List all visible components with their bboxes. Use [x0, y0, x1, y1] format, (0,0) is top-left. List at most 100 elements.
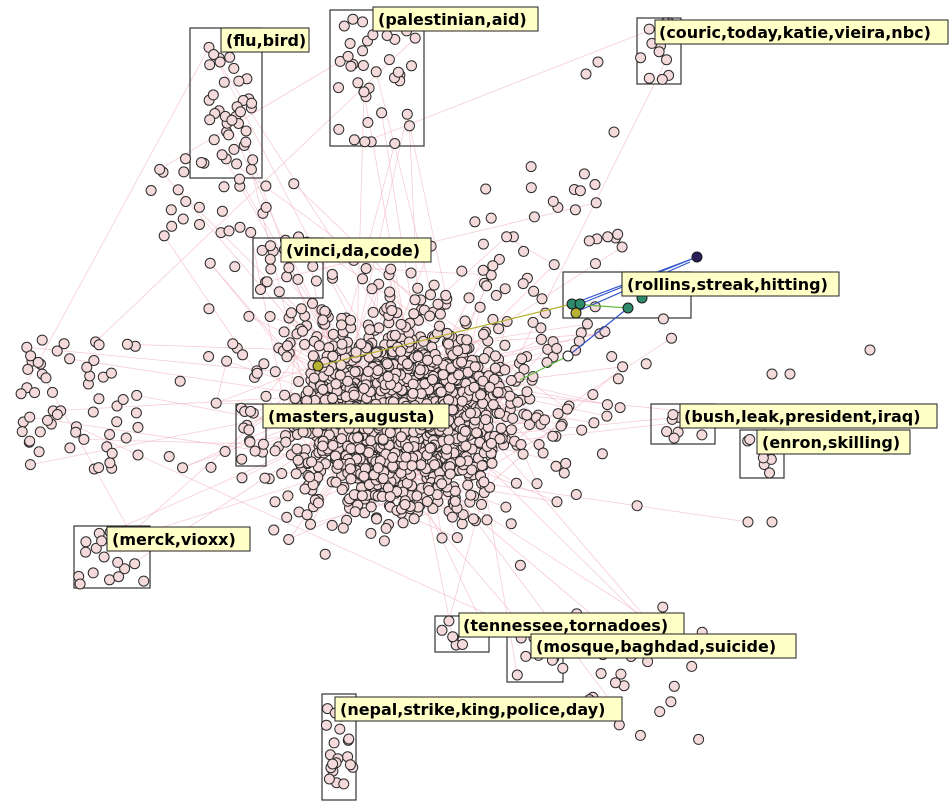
graph-node	[476, 460, 488, 472]
graph-node	[742, 516, 754, 528]
graph-node	[205, 461, 217, 473]
graph-node	[223, 129, 235, 141]
graph-node	[291, 443, 303, 455]
edge	[76, 426, 541, 639]
graph-node	[696, 429, 708, 441]
graph-node	[365, 501, 377, 513]
graph-node	[317, 440, 329, 452]
graph-node	[301, 509, 313, 521]
graph-node	[599, 326, 611, 337]
cluster-label-text: (vinci,da,code)	[286, 241, 420, 260]
graph-node	[493, 323, 505, 335]
graph-node	[602, 231, 614, 243]
graph-node	[400, 451, 412, 463]
graph-node	[657, 601, 669, 613]
graph-node	[377, 473, 389, 484]
graph-node	[463, 292, 475, 304]
graph-node	[348, 134, 360, 146]
graph-node	[377, 433, 389, 445]
graph-node	[249, 445, 261, 457]
graph-node	[334, 55, 346, 67]
graph-node	[492, 386, 504, 398]
graph-node	[244, 436, 256, 448]
graph-node	[327, 328, 339, 340]
graph-node	[466, 464, 478, 476]
graph-node	[344, 463, 356, 475]
graph-node	[333, 82, 344, 94]
graph-node	[297, 325, 308, 337]
graph-node	[583, 235, 595, 247]
graph-node	[336, 319, 347, 331]
graph-node	[231, 158, 243, 170]
graph-node	[243, 310, 255, 322]
graph-node	[453, 369, 465, 381]
cluster-label-text: (couric,today,katie,vieira,nbc)	[659, 23, 931, 42]
graph-node	[357, 16, 369, 28]
graph-node	[223, 225, 235, 237]
graph-node	[537, 447, 549, 459]
edge	[250, 232, 288, 420]
graph-node	[283, 534, 295, 545]
graph-node	[370, 66, 382, 78]
graph-node	[588, 417, 600, 429]
graph-node	[428, 279, 440, 291]
graph-node	[528, 285, 540, 297]
graph-node	[517, 278, 529, 290]
cluster-box-merck	[73, 525, 151, 589]
graph-node	[260, 201, 272, 213]
graph-node	[264, 253, 276, 265]
graph-node	[281, 340, 293, 352]
graph-node	[550, 460, 562, 472]
graph-node	[494, 433, 506, 445]
graph-node	[412, 282, 424, 294]
graph-node	[96, 535, 108, 547]
graph-node	[515, 439, 527, 450]
graph-node	[117, 394, 129, 405]
graph-node	[469, 361, 481, 373]
graph-node	[501, 316, 513, 327]
graph-node	[218, 76, 230, 88]
graph-node	[392, 66, 404, 78]
graph-node	[784, 368, 796, 380]
graph-node	[693, 733, 705, 745]
graph-node	[535, 333, 547, 345]
graph-node	[336, 484, 348, 496]
graph-node	[204, 257, 216, 269]
graph-node	[371, 513, 383, 525]
graph-node	[656, 73, 668, 85]
graph-node	[478, 353, 490, 364]
graph-node	[216, 149, 228, 161]
graph-node	[764, 467, 775, 479]
graph-node	[349, 506, 361, 518]
graph-node	[305, 518, 316, 530]
graph-node	[574, 185, 586, 197]
graph-node	[358, 470, 370, 482]
graph-node	[454, 456, 466, 467]
graph-node	[278, 326, 290, 338]
graph-node	[443, 338, 454, 350]
graph-node	[24, 459, 36, 471]
graph-node	[326, 268, 338, 280]
graph-node	[336, 433, 347, 445]
graph-node	[33, 446, 45, 458]
graph-node	[224, 51, 236, 63]
graph-node	[327, 439, 339, 451]
graph-node	[180, 153, 191, 165]
graph-node	[292, 454, 304, 466]
graph-node	[178, 166, 190, 178]
graph-node	[471, 427, 483, 439]
graph-node	[665, 696, 677, 708]
graph-node	[507, 412, 519, 424]
graph-node	[657, 313, 669, 325]
graph-node	[264, 311, 276, 322]
graph-node	[384, 286, 396, 298]
graph-node	[512, 396, 524, 408]
graph-node	[16, 426, 28, 438]
graph-node	[163, 451, 175, 462]
highlight-node	[691, 251, 703, 263]
cluster-label-text: (bush,leak,president,iraq)	[684, 407, 921, 426]
graph-node	[349, 366, 361, 378]
graph-node	[478, 476, 490, 488]
graph-node	[465, 489, 477, 501]
graph-node	[366, 283, 378, 295]
